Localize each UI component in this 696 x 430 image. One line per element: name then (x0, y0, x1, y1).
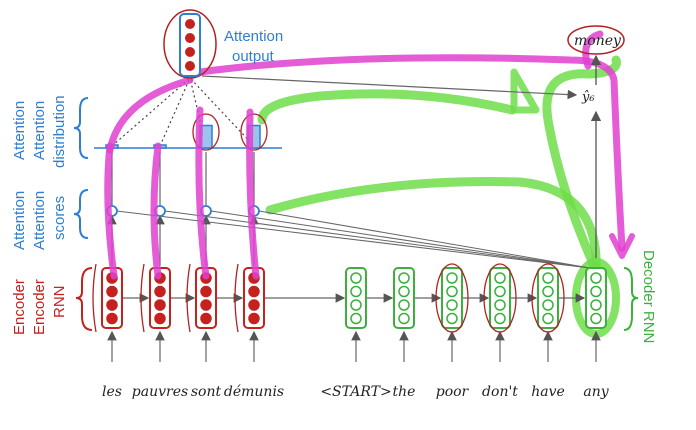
magenta-annotation (150, 142, 162, 280)
decoder-hidden-state (585, 267, 607, 329)
decoder-pen-circle (531, 263, 565, 333)
svg-text:Attention: Attention (224, 28, 283, 45)
target-word: poor (436, 384, 470, 400)
green-annotation-scores (265, 177, 601, 277)
encoder-brace (75, 267, 93, 331)
encoder-hidden-state (101, 267, 123, 329)
source-word: les (102, 384, 122, 400)
decoder-hidden-state (441, 267, 463, 329)
encoder-rnn-label: Encoder Encoder RNN (11, 279, 68, 335)
svg-text:Attention: Attention (31, 191, 48, 250)
encoder-pen-mark (234, 263, 239, 333)
source-word: sont (191, 384, 222, 400)
decoder-hidden-state (393, 267, 415, 329)
encoder-pen-mark (186, 263, 191, 333)
encoder-hidden-state (243, 267, 265, 329)
distribution-brace (73, 97, 89, 159)
target-word: the (393, 384, 416, 400)
attention-scores-label: Attention Attention scores (11, 191, 68, 250)
attention-distribution-label: Attention Attention distribution (11, 95, 68, 168)
distribution-pen-circle (240, 113, 268, 151)
magenta-annotation (196, 54, 626, 252)
svg-text:distribution: distribution (51, 95, 68, 168)
source-word: démunis (224, 384, 284, 400)
svg-text:Encoder: Encoder (31, 279, 48, 335)
decoder-score-line (116, 210, 591, 269)
weighted-sum-line (189, 77, 255, 147)
encoder-pen-mark (92, 263, 97, 333)
target-word: have (531, 384, 565, 400)
svg-text:RNN: RNN (51, 286, 68, 319)
output-word: money (567, 25, 625, 55)
svg-text:Attention: Attention (11, 191, 28, 250)
decoder-hidden-state (345, 267, 367, 329)
decoder-score-line (164, 210, 591, 269)
source-word: pauvres (132, 384, 188, 400)
svg-text:money: money (574, 33, 622, 49)
decoder-brace (623, 267, 639, 331)
decoder-hidden-state (489, 267, 511, 329)
green-annotation-arrowhead (510, 68, 540, 114)
attention-output-vector (163, 9, 217, 79)
target-word: <START> (320, 384, 391, 400)
magenta-annotation (106, 76, 194, 154)
magenta-annotation (104, 142, 118, 280)
target-word: don't (482, 384, 518, 400)
output-symbol: ŷ₆ (581, 90, 595, 105)
weighted-sum-line (111, 77, 191, 147)
decoder-score-line (210, 210, 591, 269)
decoder-hidden-state (537, 267, 559, 329)
decoder-score-line (258, 210, 591, 269)
magenta-arrowhead (609, 233, 635, 259)
magenta-annotation (195, 106, 210, 280)
decoder-rnn-label: Decoder RNN (640, 250, 657, 343)
weighted-sum-line (159, 77, 191, 147)
svg-text:Attention: Attention (31, 101, 48, 160)
svg-text:scores: scores (51, 196, 68, 240)
decoder-pen-circle (483, 263, 517, 333)
target-word: any (583, 384, 609, 400)
green-annotation-output (257, 89, 517, 125)
encoder-pen-mark (140, 263, 145, 333)
svg-text:Decoder RNN: Decoder RNN (640, 250, 657, 343)
svg-text:Encoder: Encoder (11, 279, 28, 335)
scores-brace (73, 189, 89, 239)
distribution-pen-circle (192, 113, 220, 151)
svg-text:output: output (232, 48, 275, 65)
svg-text:Attention: Attention (11, 101, 28, 160)
decoder-pen-circle (435, 263, 469, 333)
attention-output-label: Attention output (224, 28, 283, 65)
magenta-annotation (582, 30, 604, 70)
output-to-yhat-arrow (201, 75, 578, 100)
magenta-annotation (246, 108, 260, 280)
